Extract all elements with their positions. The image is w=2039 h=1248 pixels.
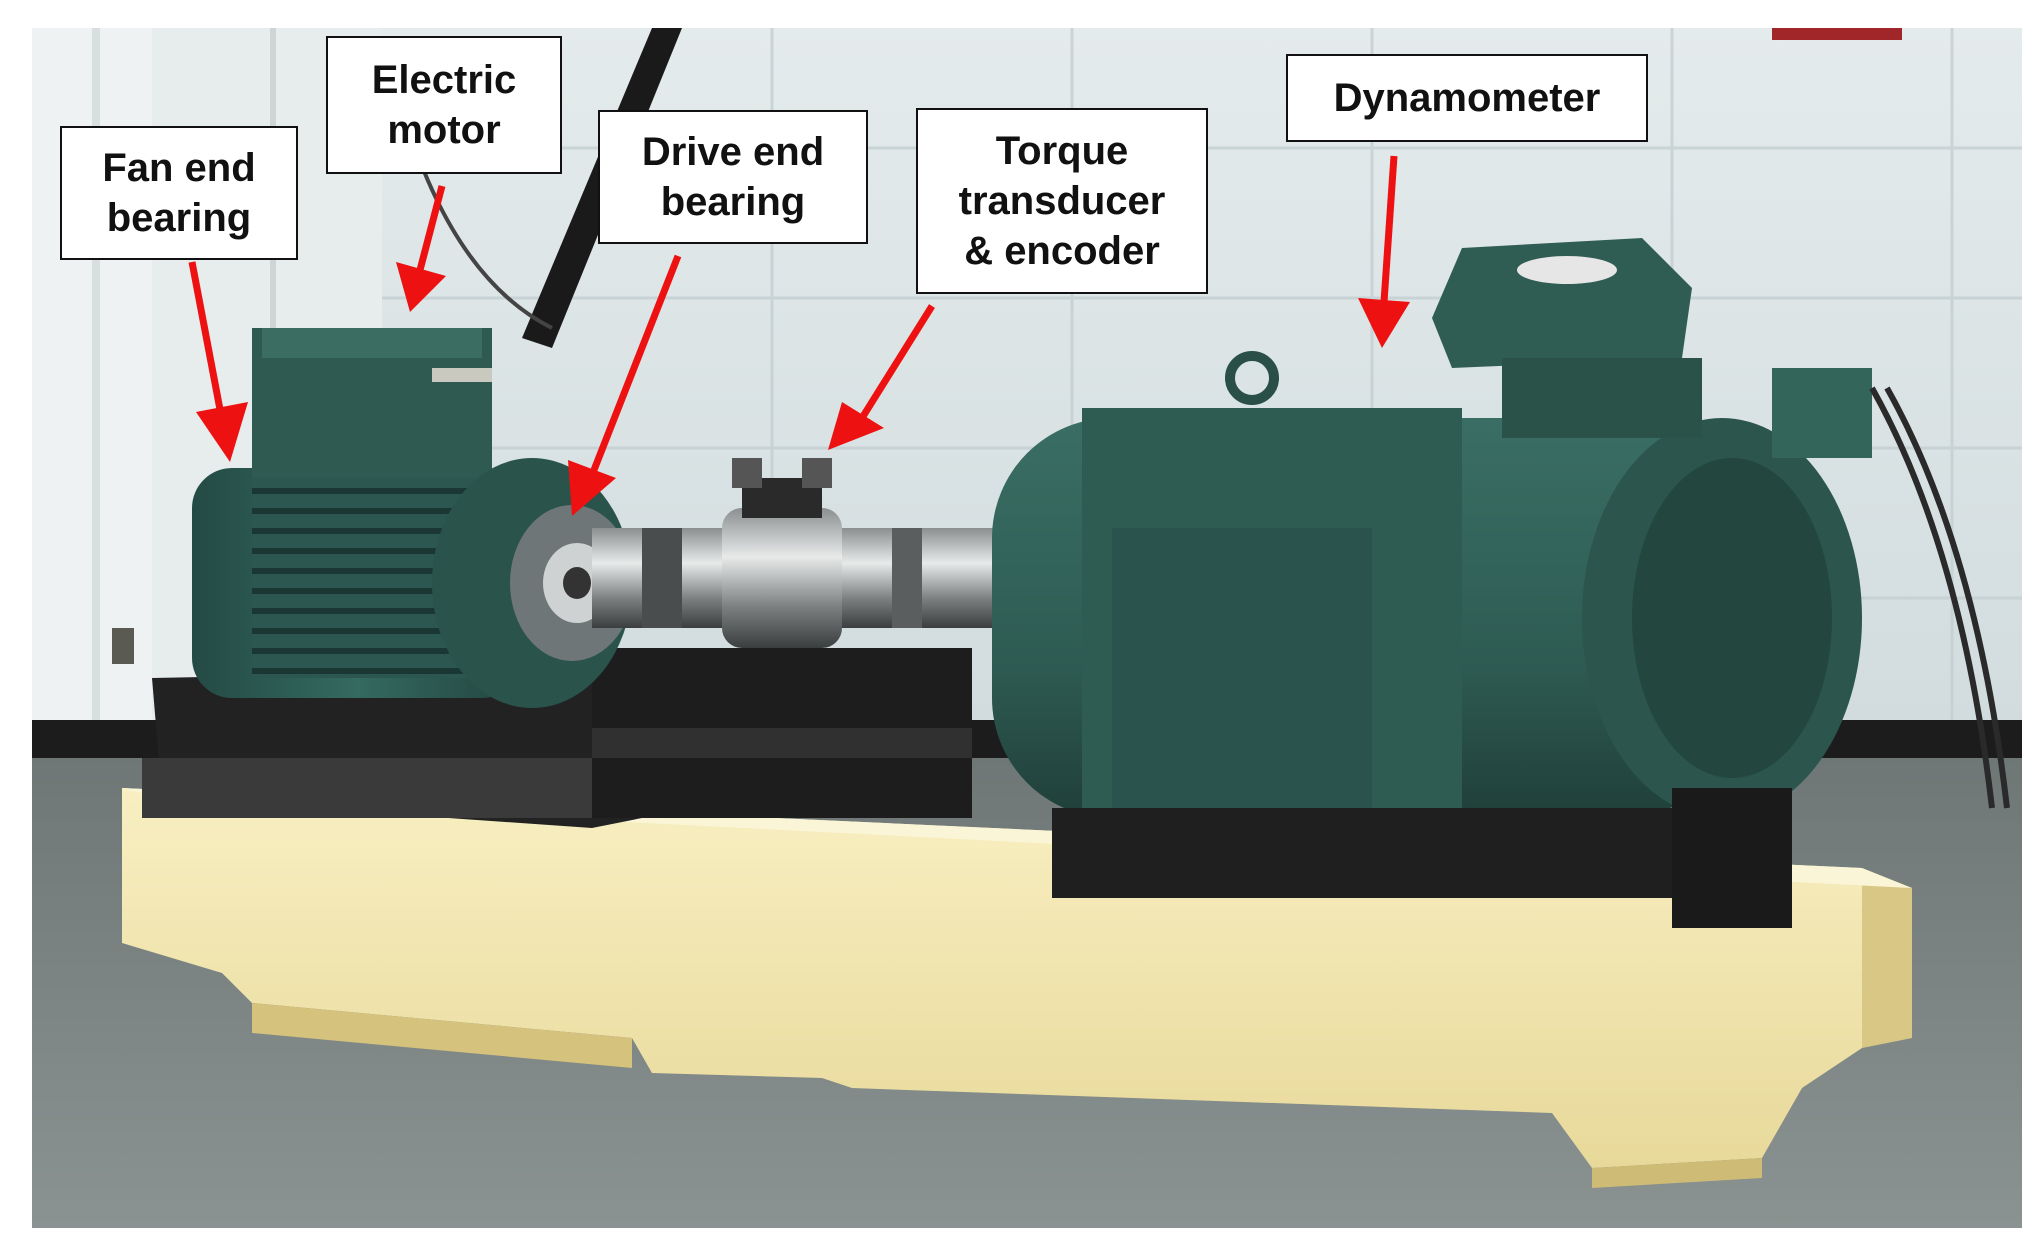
label-torque-transducer-encoder: Torque transducer & encoder	[916, 108, 1208, 294]
label-drive-end-bearing: Drive end bearing	[598, 110, 868, 244]
label-dynamometer: Dynamometer	[1286, 54, 1648, 142]
label-fan-end-bearing: Fan end bearing	[60, 126, 298, 260]
label-electric-motor: Electric motor	[326, 36, 562, 174]
arrows	[188, 155, 1410, 516]
